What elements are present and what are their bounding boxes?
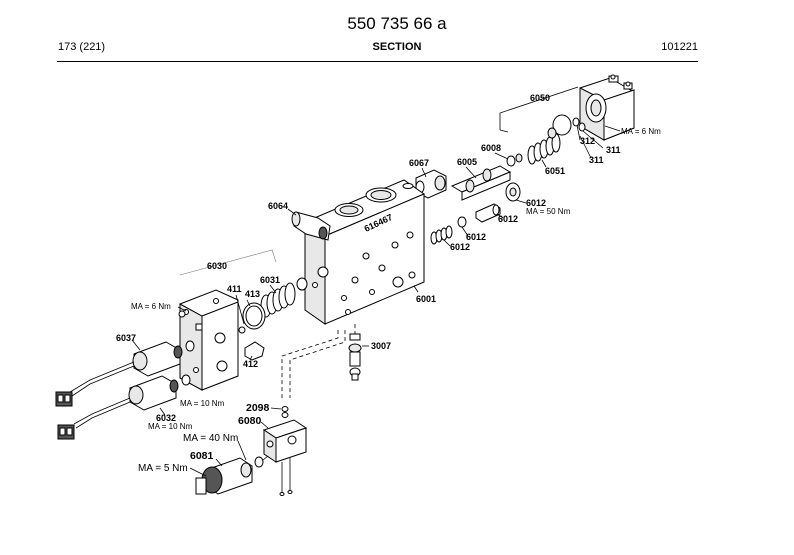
- header-rule: [57, 61, 698, 62]
- valve-6012-insert: [475, 203, 501, 223]
- solenoid-6037: [69, 340, 195, 397]
- valve-6012-upper: [505, 182, 521, 202]
- callout-6064: 6064: [268, 201, 288, 211]
- bracket-6050-tick: [499, 129, 509, 133]
- callout-6051: 6051: [545, 166, 565, 176]
- callout-6001: 6001: [416, 294, 436, 304]
- seal-412: [244, 341, 265, 361]
- spring-6051: [527, 127, 561, 165]
- o-ring-2098-top: [281, 406, 289, 412]
- leader-torque-6050: [604, 125, 621, 132]
- o-ring-block: [296, 277, 308, 291]
- callout-6012-a: 6012: [526, 198, 546, 208]
- callout-6032: 6032: [156, 413, 176, 423]
- callout-6005: 6005: [457, 157, 477, 167]
- callout-311-b: 311: [589, 155, 604, 165]
- callout-412: 412: [243, 359, 258, 369]
- torque-6081-a: MA = 40 Nm: [183, 433, 238, 444]
- plug-6008: [506, 155, 516, 167]
- o-ring-311: [578, 122, 586, 132]
- ring-6012: [457, 216, 467, 228]
- callout-6012-c: 6012: [466, 232, 486, 242]
- bracket-6030: [179, 249, 277, 276]
- page-code: 101221: [661, 41, 698, 53]
- callout-413: 413: [245, 289, 260, 299]
- o-ring-large: [552, 114, 572, 136]
- torque-6030: MA = 6 Nm: [131, 302, 171, 311]
- screw-6030: [178, 310, 186, 318]
- callout-311-a: 311: [606, 145, 621, 155]
- connector-6037: [55, 391, 73, 407]
- callout-6012-d: 6012: [450, 242, 470, 252]
- callout-6012-b: 6012: [498, 214, 518, 224]
- check-valve-3007: [348, 333, 362, 381]
- torque-6012: MA = 50 Nm: [526, 207, 571, 216]
- callout-411: 411: [227, 284, 242, 294]
- callout-6030: 6030: [207, 261, 227, 271]
- callout-2098: 2098: [246, 402, 270, 414]
- dashed-connector-1: [289, 330, 346, 398]
- callout-3007: 3007: [371, 341, 391, 351]
- valve-block-6080: [262, 419, 308, 496]
- torque-6032: MA = 10 Nm: [148, 422, 193, 431]
- dashed-connector-2: [281, 330, 339, 400]
- o-ring-2098-bottom: [281, 412, 289, 418]
- callout-6050: 6050: [530, 93, 550, 103]
- callout-6067: 6067: [409, 158, 429, 168]
- torque-6050: MA = 6 Nm: [621, 127, 661, 136]
- callout-6081: 6081: [190, 450, 214, 462]
- main-valve-block-6001: [303, 179, 426, 325]
- spring-6031: [260, 282, 296, 318]
- cover-block-6050: [579, 74, 635, 141]
- cartridge-6064: [291, 211, 331, 241]
- callout-6080: 6080: [238, 415, 262, 427]
- callout-6008: 6008: [481, 143, 501, 153]
- torque-6081-b: MA = 5 Nm: [138, 463, 188, 474]
- o-ring-413: [238, 326, 246, 334]
- o-ring-312: [572, 117, 580, 127]
- solenoid-6032: [73, 374, 191, 429]
- solenoid-6081: [195, 455, 269, 495]
- page-count: 173 (221): [58, 41, 106, 53]
- section-title: SECTION: [372, 41, 422, 53]
- callout-6031: 6031: [260, 275, 280, 285]
- spool-6005: [450, 165, 512, 201]
- callout-312: 312: [580, 136, 595, 146]
- connector-6032: [57, 424, 75, 440]
- spring-6012: [430, 225, 453, 245]
- callout-6037: 6037: [116, 333, 136, 343]
- end-plate-6030: [179, 289, 239, 391]
- bracket-6050: [499, 86, 579, 130]
- document-number: 550 735 66 a: [347, 14, 447, 33]
- torque-6037: MA = 10 Nm: [180, 399, 225, 408]
